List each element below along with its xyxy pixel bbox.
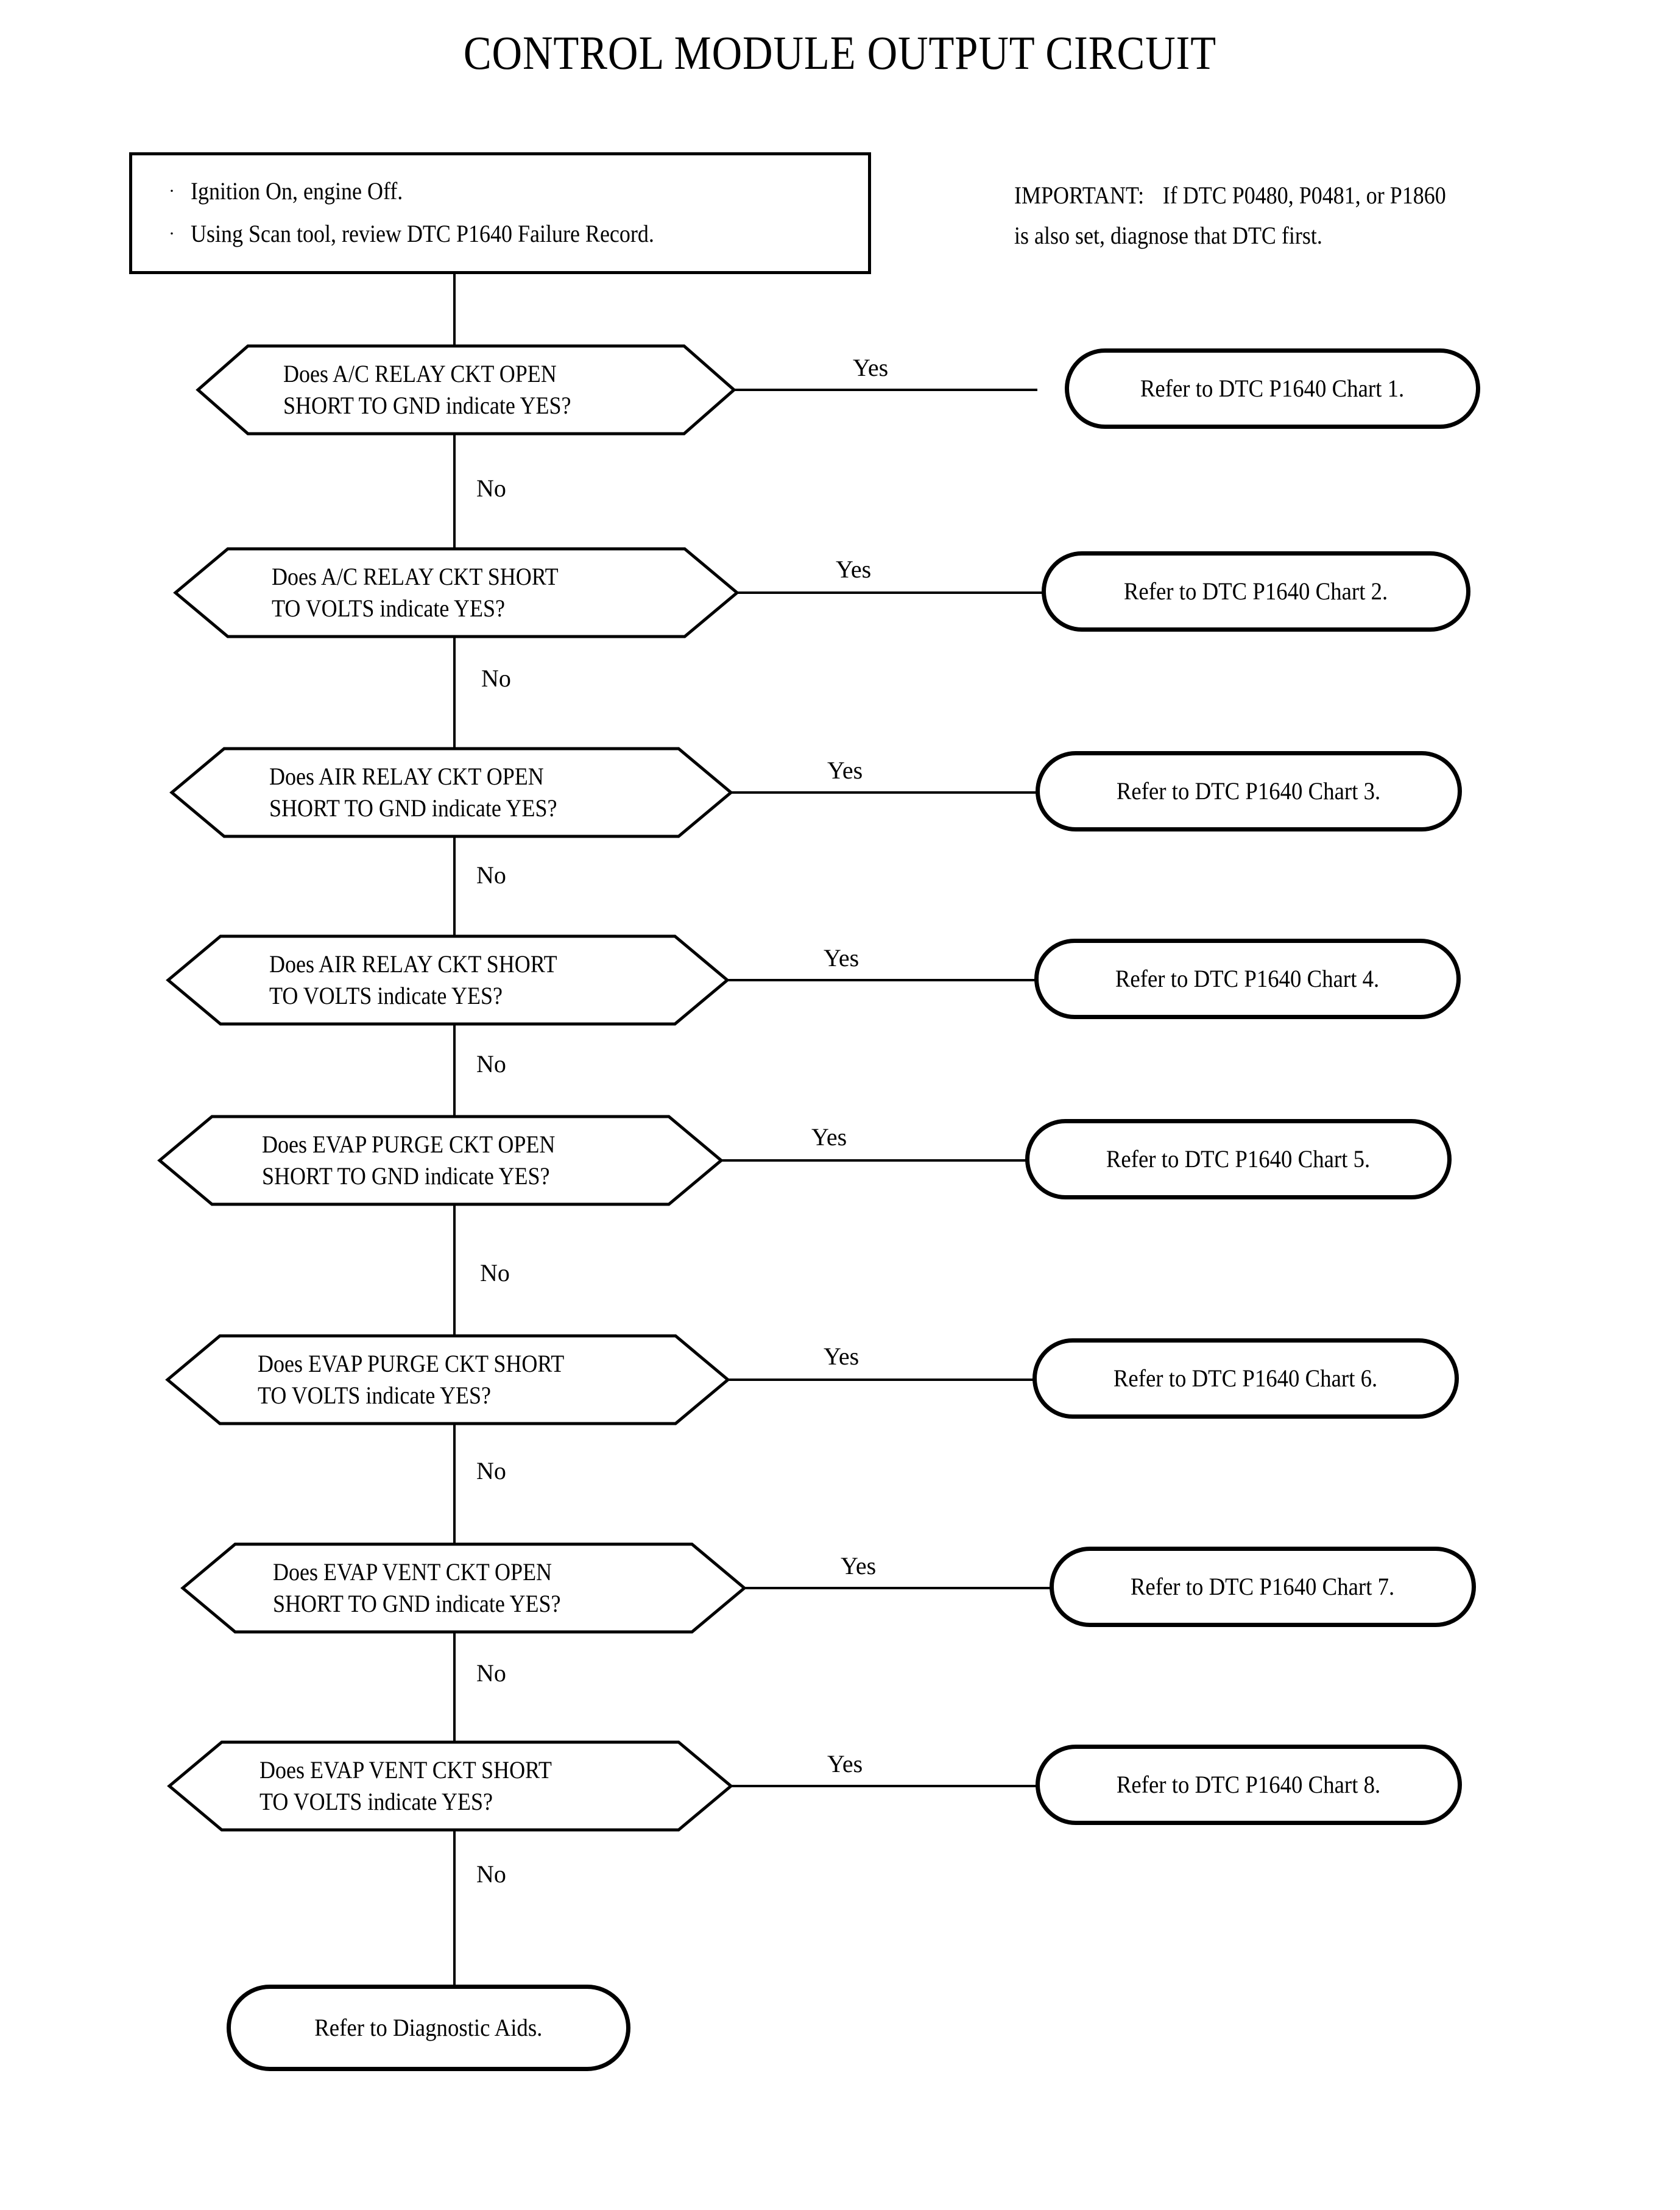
decision-hexagon-6[interactable]: Does EVAP PURGE CKT SHORT TO VOLTS indic… xyxy=(165,1334,730,1425)
hexagon-shape xyxy=(157,1115,724,1206)
page-title: CONTROL MODULE OUTPUT CIRCUIT xyxy=(463,26,1217,79)
yes-label-2: Yes xyxy=(836,556,872,583)
hexagon-shape xyxy=(180,1542,747,1634)
decision-hexagon-5[interactable]: Does EVAP PURGE CKT OPEN SHORT TO GND in… xyxy=(157,1115,724,1206)
result-node-6-label: Refer to DTC P1640 Chart 6. xyxy=(1114,1364,1378,1392)
result-node-8[interactable]: Refer to DTC P1640 Chart 8. xyxy=(1036,1745,1462,1825)
instruction-text-1: Using Scan tool, review DTC P1640 Failur… xyxy=(191,220,654,247)
important-note: IMPORTANT:If DTC P0480, P0481, or P1860 … xyxy=(1014,175,1611,256)
hexagon-shape xyxy=(196,344,736,436)
important-label: IMPORTANT: xyxy=(1014,182,1145,209)
yes-connector-5 xyxy=(720,1159,1029,1162)
result-node-6[interactable]: Refer to DTC P1640 Chart 6. xyxy=(1032,1338,1459,1419)
final-node[interactable]: Refer to Diagnostic Aids. xyxy=(227,1985,630,2071)
decision-hexagon-7[interactable]: Does EVAP VENT CKT OPEN SHORT TO GND ind… xyxy=(180,1542,747,1634)
yes-connector-8 xyxy=(730,1785,1040,1787)
hexagon-shape xyxy=(165,1334,730,1425)
important-note-text-1: If DTC P0480, P0481, or P1860 xyxy=(1162,182,1446,209)
decision-hexagon-8[interactable]: Does EVAP VENT CKT SHORT TO VOLTS indica… xyxy=(167,1740,733,1832)
yes-connector-6 xyxy=(727,1379,1036,1381)
result-node-3-label: Refer to DTC P1640 Chart 3. xyxy=(1117,777,1381,805)
important-note-line-2: is also set, diagnose that DTC first. xyxy=(1014,222,1322,249)
yes-label-3: Yes xyxy=(827,757,863,784)
no-label-3: No xyxy=(476,861,506,889)
no-label-8: No xyxy=(476,1860,506,1888)
instruction-bullet-1: · Using Scan tool, review DTC P1640 Fail… xyxy=(169,220,705,248)
result-node-4[interactable]: Refer to DTC P1640 Chart 4. xyxy=(1034,939,1461,1019)
no-label-7: No xyxy=(476,1659,506,1687)
decision-hexagon-1[interactable]: Does A/C RELAY CKT OPEN SHORT TO GND ind… xyxy=(196,344,736,436)
yes-connector-2 xyxy=(736,591,1044,594)
instruction-bullet-0: · Ignition On, engine Off. xyxy=(169,177,426,205)
result-node-7-label: Refer to DTC P1640 Chart 7. xyxy=(1131,1573,1395,1600)
yes-label-8: Yes xyxy=(827,1750,863,1778)
result-node-3[interactable]: Refer to DTC P1640 Chart 3. xyxy=(1036,751,1462,831)
result-node-4-label: Refer to DTC P1640 Chart 4. xyxy=(1115,965,1380,992)
yes-connector-4 xyxy=(726,979,1037,981)
yes-label-5: Yes xyxy=(811,1123,847,1151)
no-label-1: No xyxy=(476,475,506,502)
hexagon-shape xyxy=(173,547,739,638)
hexagon-shape xyxy=(169,747,733,838)
hexagon-shape xyxy=(167,1740,733,1832)
bullet-dot-icon: · xyxy=(169,224,175,244)
bullet-dot-icon: · xyxy=(169,181,175,201)
result-node-8-label: Refer to DTC P1640 Chart 8. xyxy=(1117,1771,1381,1798)
no-label-2: No xyxy=(481,665,511,692)
yes-connector-3 xyxy=(730,791,1039,794)
yes-label-7: Yes xyxy=(841,1552,877,1580)
result-node-7[interactable]: Refer to DTC P1640 Chart 7. xyxy=(1050,1547,1476,1627)
result-node-1-label: Refer to DTC P1640 Chart 1. xyxy=(1140,375,1405,402)
no-label-6: No xyxy=(476,1457,506,1485)
yes-label-1: Yes xyxy=(853,354,889,381)
instruction-box: · Ignition On, engine Off. · Using Scan … xyxy=(129,152,871,274)
yes-connector-7 xyxy=(743,1587,1054,1589)
important-note-line-1: IMPORTANT: If DTC P0480, P0481, or P1860 xyxy=(1014,175,1551,216)
yes-label-4: Yes xyxy=(824,944,859,972)
final-node-label: Refer to Diagnostic Aids. xyxy=(314,2014,543,2041)
no-label-5: No xyxy=(480,1259,510,1287)
no-label-4: No xyxy=(476,1050,506,1078)
hexagon-shape xyxy=(166,934,730,1026)
result-node-5-label: Refer to DTC P1640 Chart 5. xyxy=(1106,1145,1371,1173)
decision-hexagon-3[interactable]: Does AIR RELAY CKT OPEN SHORT TO GND ind… xyxy=(169,747,733,838)
result-node-2[interactable]: Refer to DTC P1640 Chart 2. xyxy=(1042,551,1470,632)
decision-hexagon-4[interactable]: Does AIR RELAY CKT SHORT TO VOLTS indica… xyxy=(166,934,730,1026)
instruction-text-0: Ignition On, engine Off. xyxy=(191,177,403,205)
yes-connector-1 xyxy=(733,389,1037,391)
result-node-2-label: Refer to DTC P1640 Chart 2. xyxy=(1124,577,1388,605)
result-node-5[interactable]: Refer to DTC P1640 Chart 5. xyxy=(1025,1119,1452,1199)
yes-label-6: Yes xyxy=(824,1343,859,1370)
decision-hexagon-2[interactable]: Does A/C RELAY CKT SHORT TO VOLTS indica… xyxy=(173,547,739,638)
result-node-1[interactable]: Refer to DTC P1640 Chart 1. xyxy=(1065,348,1480,429)
